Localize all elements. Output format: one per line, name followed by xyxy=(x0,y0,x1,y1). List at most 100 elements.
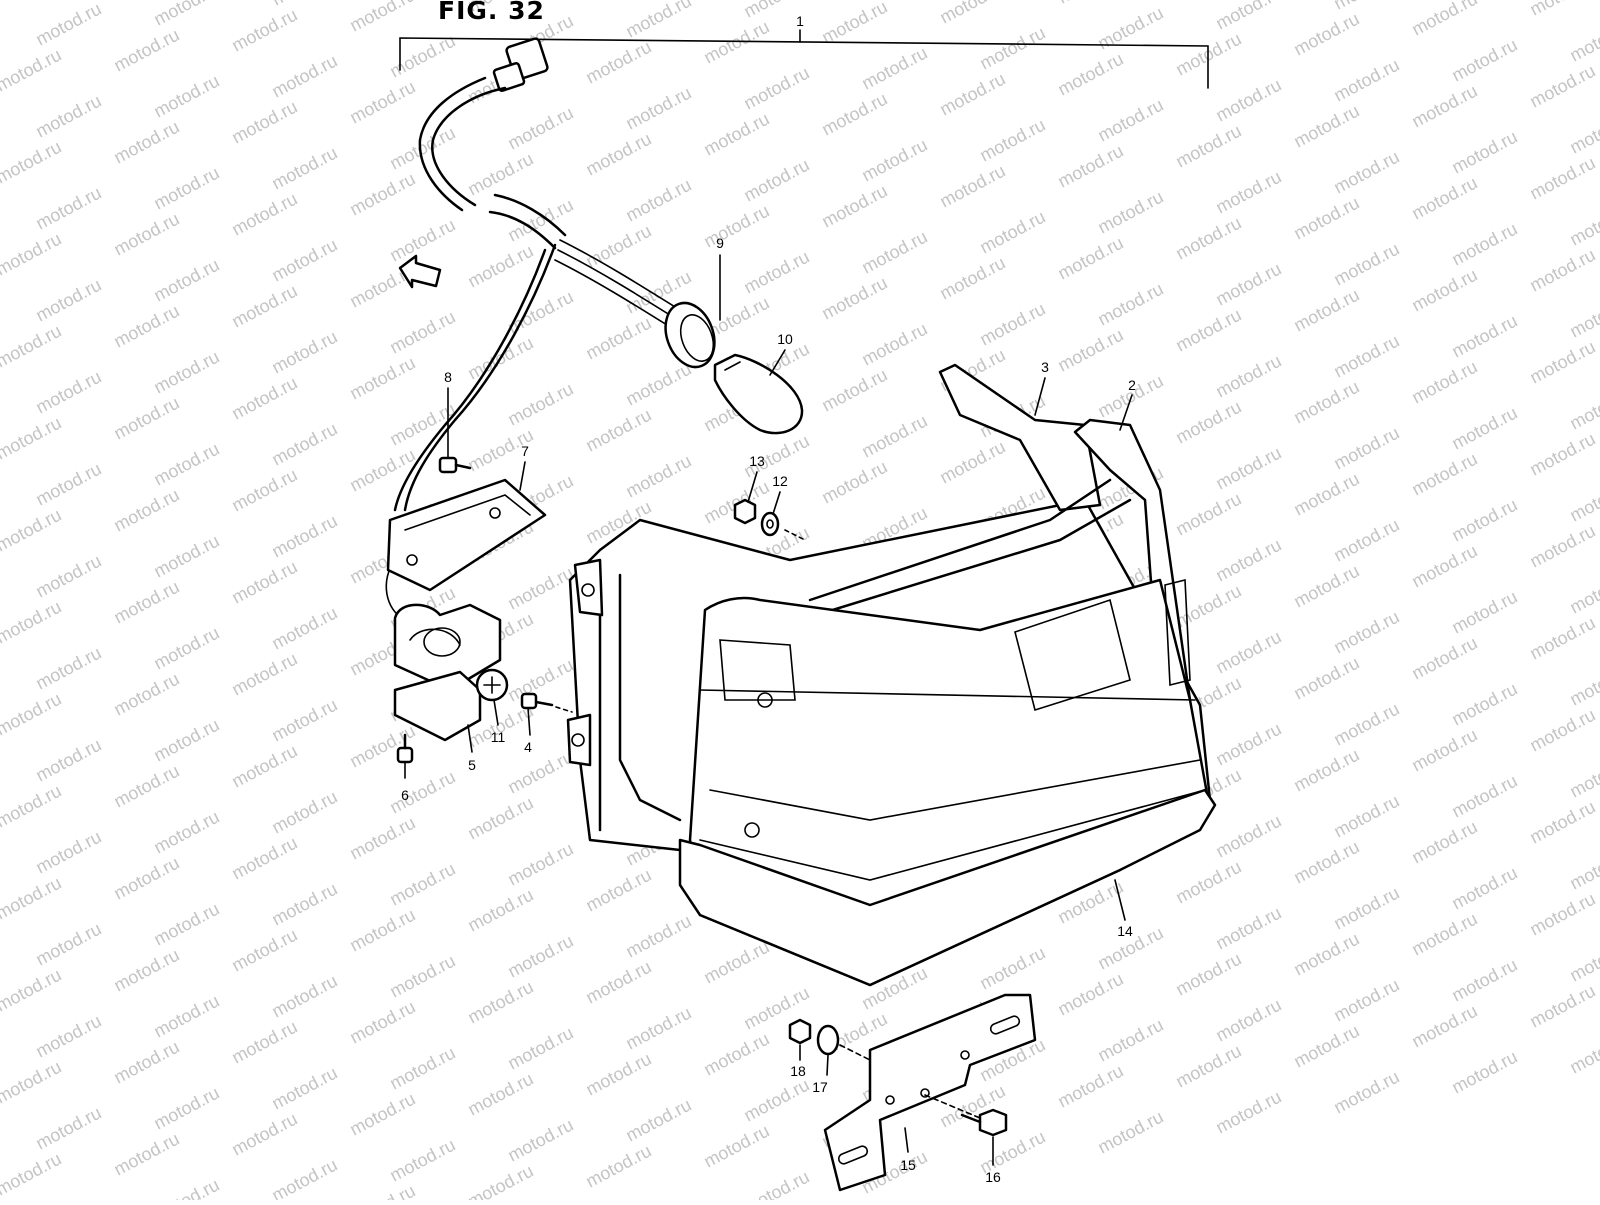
watermark-text: motod.ru xyxy=(386,1135,458,1186)
watermark-text: motod.ru xyxy=(32,919,104,970)
watermark-text: motod.ru xyxy=(504,1115,576,1166)
watermark-text: motod.ru xyxy=(32,275,104,326)
watermark-text: motod.ru xyxy=(346,353,418,404)
watermark-text: motod.ru xyxy=(1526,705,1598,756)
watermark-text: motod.ru xyxy=(1448,219,1520,270)
watermark-text: motod.ru xyxy=(386,859,458,910)
leader-lines xyxy=(404,254,1133,1166)
watermark-text: motod.ru xyxy=(0,229,65,280)
watermark-text: motod.ru xyxy=(1212,259,1284,310)
watermark-text: motod.ru xyxy=(622,1095,694,1146)
watermark-text: motod.ru xyxy=(818,89,890,140)
watermark-text: motod.ru xyxy=(1054,0,1126,8)
watermark-text: motod.ru xyxy=(32,183,104,234)
watermark-text: motod.ru xyxy=(464,1161,536,1200)
washer-17 xyxy=(816,1024,871,1061)
watermark-text: motod.ru xyxy=(858,227,930,278)
watermark-text: motod.ru xyxy=(1526,889,1598,940)
watermark-text: motod.ru xyxy=(858,43,930,94)
watermark-text: motod.ru xyxy=(110,393,182,444)
watermark-text: motod.ru xyxy=(622,175,694,226)
watermark-text: motod.ru xyxy=(504,287,576,338)
watermark-text: motod.ru xyxy=(386,215,458,266)
watermark-text: motod.ru xyxy=(1212,995,1284,1046)
part-label-16: 16 xyxy=(985,1169,1001,1185)
watermark-text: motod.ru xyxy=(1094,279,1166,330)
watermark-text: motod.ru xyxy=(346,905,418,956)
part-label-10: 10 xyxy=(777,331,793,347)
watermark-text: motod.ru xyxy=(1330,883,1402,934)
watermark-text: motod.ru xyxy=(268,51,340,102)
watermark-text: motod.ru xyxy=(1408,81,1480,132)
watermark-text: motod.ru xyxy=(0,45,65,96)
watermark-text: motod.ru xyxy=(1330,147,1402,198)
watermark-text: motod.ru xyxy=(818,181,890,232)
watermark-text: motod.ru xyxy=(740,155,812,206)
watermark-text: motod.ru xyxy=(346,813,418,864)
watermark-text: motod.ru xyxy=(582,957,654,1008)
watermark-text: motod.ru xyxy=(1212,443,1284,494)
watermark-text: motod.ru xyxy=(32,735,104,786)
watermark-text: motod.ru xyxy=(936,437,1008,488)
watermark-text: motod.ru xyxy=(1408,633,1480,684)
watermark-text: motod.ru xyxy=(1526,797,1598,848)
watermark-text: motod.ru xyxy=(228,833,300,884)
watermark-text: motod.ru xyxy=(464,885,536,936)
watermark-text: motod.ru xyxy=(110,1037,182,1088)
watermark-text: motod.ru xyxy=(1290,1021,1362,1072)
watermark-text: motod.ru xyxy=(346,721,418,772)
watermark-text: motod.ru xyxy=(32,367,104,418)
watermark-text: motod.ru xyxy=(0,689,65,740)
watermark-text: motod.ru xyxy=(1566,475,1600,526)
license-lamp-plate xyxy=(386,478,547,592)
watermark-text: motod.ru xyxy=(504,655,576,706)
watermark-text: motod.ru xyxy=(228,373,300,424)
watermark-text: motod.ru xyxy=(150,991,222,1042)
watermark-text: motod.ru xyxy=(1290,469,1362,520)
watermark-text: motod.ru xyxy=(740,1075,812,1126)
watermark-text: motod.ru xyxy=(110,301,182,352)
watermark-text: motod.ru xyxy=(150,0,222,30)
watermark-text: motod.ru xyxy=(582,313,654,364)
watermark-text: motod.ru xyxy=(1566,383,1600,434)
watermark-text: motod.ru xyxy=(1330,239,1402,290)
watermark-text: motod.ru xyxy=(150,255,222,306)
watermark-text: motod.ru xyxy=(150,807,222,858)
watermark-text: motod.ru xyxy=(268,1063,340,1114)
watermark-text: motod.ru xyxy=(1212,75,1284,126)
watermark-text: motod.ru xyxy=(818,273,890,324)
part-label-11: 11 xyxy=(491,729,506,745)
watermark-text: motod.ru xyxy=(504,563,576,614)
watermark-text: motod.ru xyxy=(1094,1107,1166,1158)
watermark-text: motod.ru xyxy=(1290,745,1362,796)
watermark-text: motod.ru xyxy=(1526,981,1598,1032)
watermark-text: motod.ru xyxy=(1526,245,1598,296)
watermark-text: motod.ru xyxy=(936,161,1008,212)
watermark-text: motod.ru xyxy=(1290,561,1362,612)
watermark-text: motod.ru xyxy=(858,0,930,2)
watermark-text: motod.ru xyxy=(1212,167,1284,218)
watermark-text: motod.ru xyxy=(1526,61,1598,112)
watermark-text: motod.ru xyxy=(936,0,1008,28)
watermark-text: motod.ru xyxy=(1448,1047,1520,1098)
watermark-text: motod.ru xyxy=(1330,699,1402,750)
watermark-text: motod.ru xyxy=(1094,95,1166,146)
watermark-text: motod.ru xyxy=(582,405,654,456)
watermark-text: motod.ru xyxy=(818,0,890,48)
watermark-text: motod.ru xyxy=(1212,0,1284,34)
watermark-text: motod.ru xyxy=(622,451,694,502)
watermark-text: motod.ru xyxy=(1408,449,1480,500)
watermark-text: motod.ru xyxy=(228,189,300,240)
watermark-text: motod.ru xyxy=(858,135,930,186)
watermark-text: motod.ru xyxy=(268,327,340,378)
watermark-text: motod.ru xyxy=(622,0,694,42)
watermark-text: motod.ru xyxy=(1448,863,1520,914)
watermark-text: motod.ru xyxy=(386,1043,458,1094)
watermark-text: motod.ru xyxy=(228,741,300,792)
watermark-text: motod.ru xyxy=(582,221,654,272)
watermark-text: motod.ru xyxy=(346,77,418,128)
watermark-text: motod.ru xyxy=(228,649,300,700)
watermark-text: motod.ru xyxy=(976,207,1048,258)
watermark-text: motod.ru xyxy=(150,531,222,582)
